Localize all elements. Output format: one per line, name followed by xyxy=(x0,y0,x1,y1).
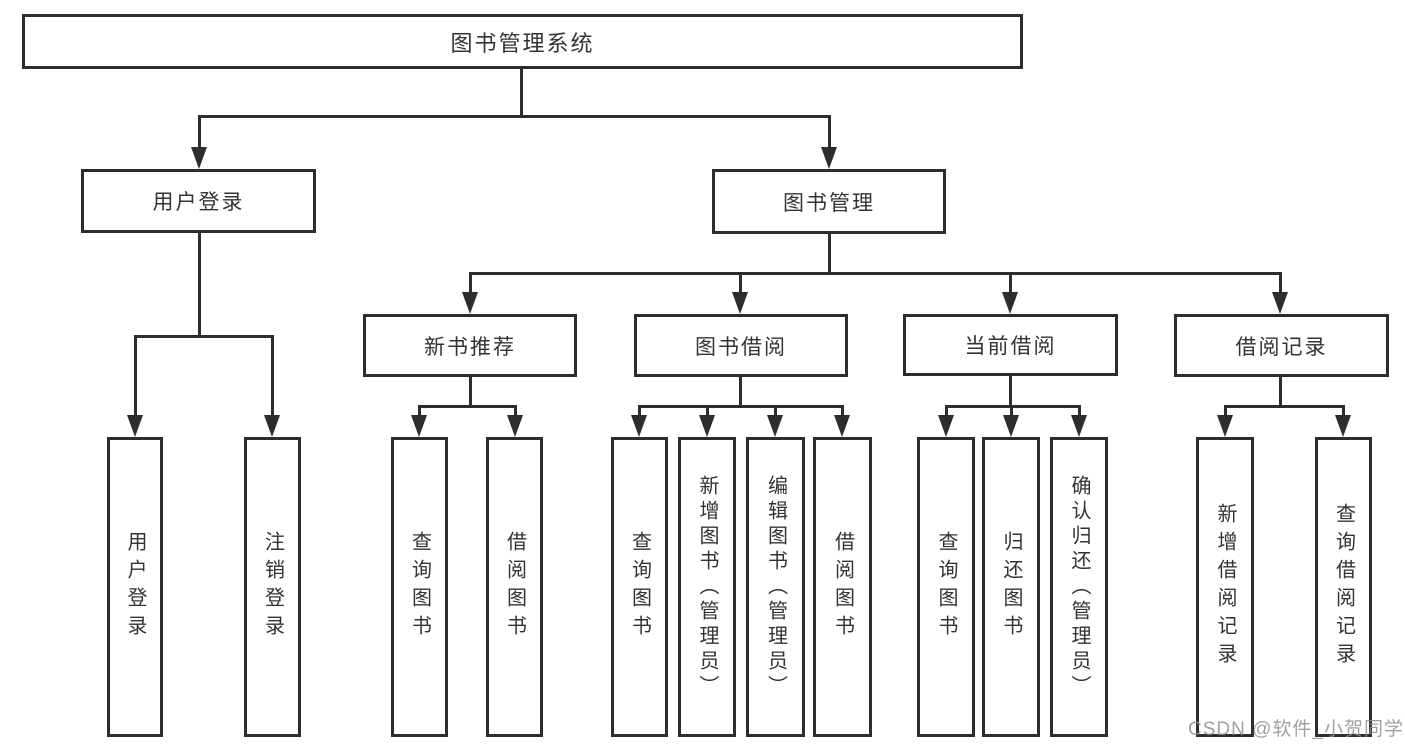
connector-drop-records xyxy=(1279,272,1282,294)
leaf-current-confirm-return-admin: 确认归还（管理员） xyxy=(1050,437,1108,737)
connector-records-trunk xyxy=(1279,377,1282,408)
arrowhead-records-leaf1 xyxy=(1217,415,1233,437)
connector-current-trunk xyxy=(1009,376,1012,408)
arrowhead-current-leaf2 xyxy=(1003,415,1019,437)
connector-drop-book-management xyxy=(828,115,831,149)
arrowhead-borrow-leaf1 xyxy=(631,415,647,437)
leaf-newbook-query-books: 查询图书 xyxy=(391,437,448,737)
arrowhead-borrow-leaf4 xyxy=(834,415,850,437)
connector-drop-records-leaf2 xyxy=(1342,405,1345,419)
connector-drop-borrow-leaf1 xyxy=(638,405,641,419)
leaf-newbook-borrow-books: 借阅图书 xyxy=(486,437,543,737)
arrowhead-newbook xyxy=(462,292,478,314)
connector-mgmt-trunk xyxy=(828,234,831,274)
connector-borrow-trunk xyxy=(739,377,742,408)
arrowhead-records-leaf2 xyxy=(1335,415,1351,437)
arrowhead-user-login xyxy=(191,147,207,169)
node-book-borrow: 图书借阅 xyxy=(634,314,848,377)
connector-drop-user-login xyxy=(198,115,201,149)
connector-level2-split xyxy=(198,115,831,118)
connector-drop-current xyxy=(1009,272,1012,294)
connector-drop-newbook-leaf2 xyxy=(514,405,517,419)
connector-login-trunk xyxy=(198,233,201,335)
arrowhead-borrow xyxy=(732,292,748,314)
connector-drop-current-leaf2 xyxy=(1010,405,1013,419)
connector-current-split xyxy=(945,405,1081,408)
connector-drop-newbook xyxy=(469,272,472,294)
connector-drop-borrow-leaf2 xyxy=(706,405,709,419)
leaf-current-return-books: 归还图书 xyxy=(982,437,1040,737)
connector-newbook-split xyxy=(418,405,517,408)
arrowhead-current xyxy=(1002,292,1018,314)
arrowhead-newbook-leaf1 xyxy=(411,415,427,437)
connector-root-trunk xyxy=(520,69,523,116)
connector-borrow-split xyxy=(638,405,844,408)
node-user-login: 用户登录 xyxy=(81,169,316,233)
arrowhead-current-leaf3 xyxy=(1071,415,1087,437)
connector-drop-records-leaf1 xyxy=(1224,405,1227,419)
connector-drop-borrow xyxy=(739,272,742,294)
connector-drop-current-leaf3 xyxy=(1078,405,1081,419)
connector-drop-login-leaf1 xyxy=(134,335,137,417)
leaf-current-query-books: 查询图书 xyxy=(917,437,975,737)
leaf-borrow-edit-books-admin: 编辑图书（管理员） xyxy=(746,437,805,737)
arrowhead-borrow-leaf3 xyxy=(767,415,783,437)
connector-drop-current-leaf1 xyxy=(945,405,948,419)
connector-drop-login-leaf2 xyxy=(271,335,274,417)
connector-login-split xyxy=(134,335,274,338)
leaf-borrow-borrow-books: 借阅图书 xyxy=(813,437,872,737)
leaf-logout: 注销登录 xyxy=(244,437,301,737)
node-book-management: 图书管理 xyxy=(712,169,946,234)
leaf-records-query-record: 查询借阅记录 xyxy=(1315,437,1372,737)
node-current-borrow: 当前借阅 xyxy=(903,314,1118,376)
connector-records-split xyxy=(1224,405,1345,408)
arrowhead-book-management xyxy=(821,147,837,169)
node-borrow-records: 借阅记录 xyxy=(1174,314,1389,377)
arrowhead-login-leaf1 xyxy=(127,415,143,437)
arrowhead-borrow-leaf2 xyxy=(699,415,715,437)
leaf-borrow-query-books: 查询图书 xyxy=(611,437,668,737)
connector-level3-split xyxy=(469,272,1282,275)
connector-drop-newbook-leaf1 xyxy=(418,405,421,419)
arrowhead-login-leaf2 xyxy=(264,415,280,437)
leaf-user-login: 用户登录 xyxy=(107,437,163,737)
arrowhead-records xyxy=(1272,292,1288,314)
leaf-records-add-record: 新增借阅记录 xyxy=(1196,437,1254,737)
csdn-watermark: CSDN @软件_小贺同学 xyxy=(1188,719,1404,740)
node-root: 图书管理系统 xyxy=(22,14,1023,69)
arrowhead-newbook-leaf2 xyxy=(507,415,523,437)
node-new-book-recommend: 新书推荐 xyxy=(363,314,577,377)
connector-drop-borrow-leaf4 xyxy=(841,405,844,419)
arrowhead-current-leaf1 xyxy=(938,415,954,437)
connector-newbook-trunk xyxy=(469,377,472,408)
leaf-borrow-add-books-admin: 新增图书（管理员） xyxy=(678,437,736,737)
connector-drop-borrow-leaf3 xyxy=(774,405,777,419)
